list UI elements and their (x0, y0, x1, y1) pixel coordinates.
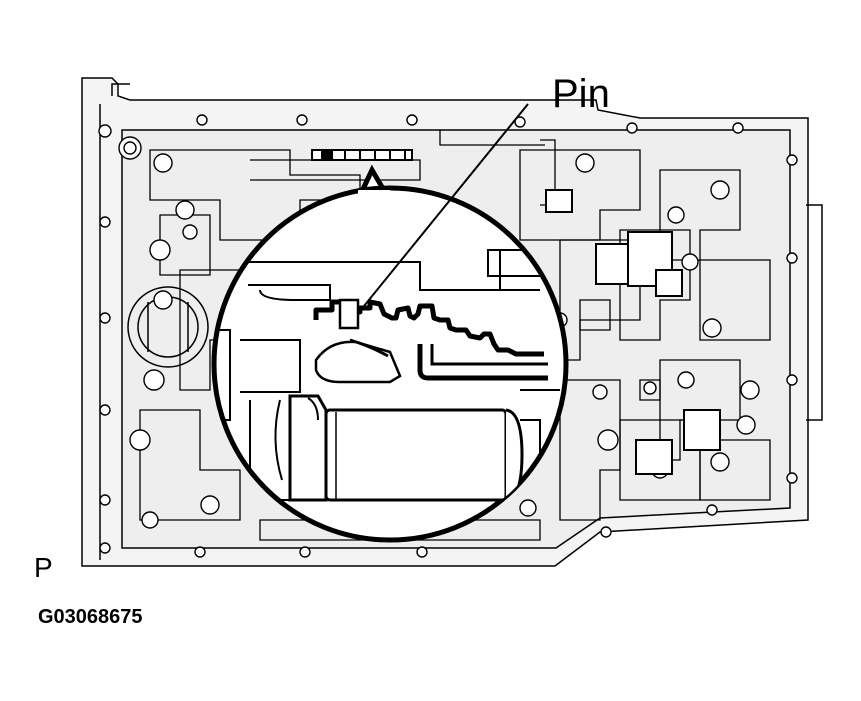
pin-callout-label: Pin (552, 72, 610, 116)
view-marker-label: P (34, 552, 53, 583)
bolt-holes (98, 114, 798, 558)
figure-code-label: G03068675 (38, 606, 143, 628)
pin-small-view (311, 149, 413, 161)
magnified-detail-circle (211, 164, 569, 543)
solenoid-blocks (545, 189, 721, 475)
pin-leader-line (363, 103, 529, 307)
